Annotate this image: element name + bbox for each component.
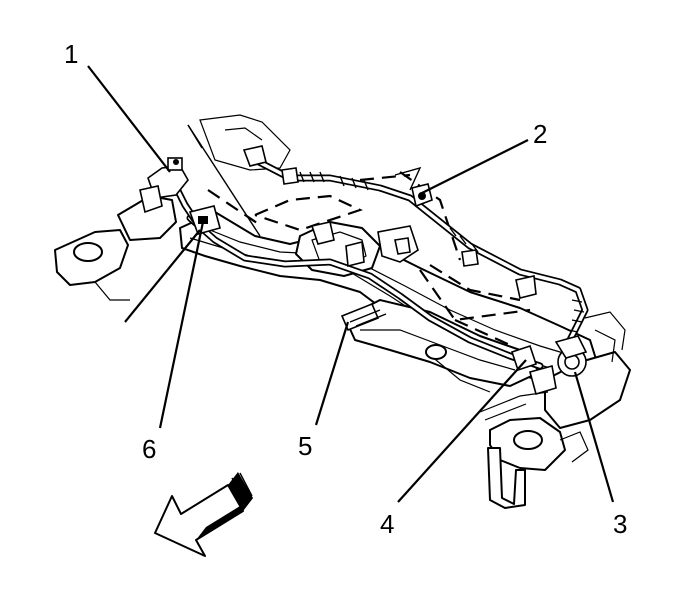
leader-lines: [87, 65, 615, 503]
connector-4-part: [510, 344, 557, 396]
callout-labels: 1 2 3 4 5 6: [64, 39, 627, 539]
callout-6: 6: [142, 434, 156, 464]
callout-1: 1: [64, 39, 78, 69]
leader-line-5: [314, 321, 350, 426]
wiring-harness: [171, 156, 589, 370]
leader-line-2: [419, 139, 529, 195]
leader-line-4: [397, 359, 527, 503]
callout-2: 2: [533, 119, 547, 149]
callout-3: 3: [613, 509, 627, 539]
retainer-6-part: [188, 205, 221, 235]
leader-line-6: [158, 221, 205, 429]
leader-line-3: [573, 371, 615, 503]
clip-2-part: [411, 183, 433, 208]
callout-5: 5: [298, 431, 312, 461]
callout-4: 4: [380, 509, 394, 539]
center-connector-part: [310, 221, 419, 268]
front-direction-arrow-icon: [154, 472, 253, 557]
harness-components: [139, 145, 588, 396]
leader-line-1: [87, 65, 171, 173]
connector-1-part: [139, 157, 189, 214]
leader-line-6b: [124, 229, 201, 323]
location-lines: [187, 124, 531, 347]
sensor-3-part: [554, 335, 588, 377]
upper-connector-part: [242, 145, 537, 299]
